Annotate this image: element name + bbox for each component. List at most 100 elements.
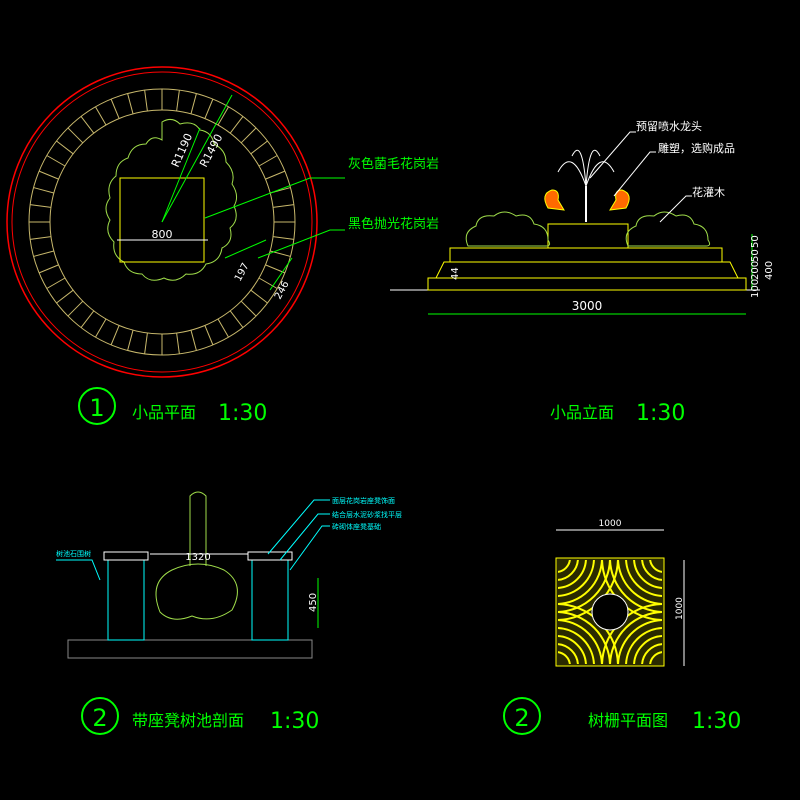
radius-line-1490 [161,94,233,223]
dim-50-b: 50 [750,249,761,262]
title-grate: 树栅平面图 [588,711,668,730]
paving-joint [190,93,197,114]
paving-joint [265,264,286,274]
sculpture-right [609,189,630,211]
dim-50-a: 50 [750,235,761,248]
dim-grate-width: 1000 [599,519,622,529]
grate-tree-opening [591,593,629,631]
paving-joint [176,90,180,112]
fountain-spray [557,149,615,187]
tree-trunk [189,491,207,566]
dim-450: 450 [308,593,319,612]
paving-joint [95,318,107,338]
outer-circle-red-2 [11,71,313,373]
seat-cap-left [103,551,149,561]
shrub-right [625,211,711,247]
dim-200: 200 [750,261,761,280]
paving-joint [204,98,214,119]
paving-joint [240,300,257,317]
dim-grate-height: 1000 [675,597,685,620]
note-1: 面层花岗岩座凳饰面 [332,496,395,505]
leader-grey-granite [204,177,345,219]
paving-joint [38,170,59,180]
section-base-slab [67,639,313,659]
paving-joint [110,325,120,346]
paving-joint [144,332,148,354]
dim-44: 44 [450,267,461,280]
label-fountain: 预留喷水龙头 [636,120,702,133]
leader-note-2 [279,513,330,561]
paving-joints [29,89,295,355]
paving-joint [46,155,66,167]
paving-joint [144,90,148,112]
label-sculpture: 雕塑，选购成品 [658,141,735,155]
dim-246: 246 [273,279,292,301]
label-shrub: 花灌木 [692,186,725,199]
leader-left [56,559,101,581]
leader-note-1 [267,499,330,555]
title-section: 带座凳树池剖面 [132,711,244,730]
paving-joint [250,140,268,155]
paving-joint [56,289,74,304]
elevation-view: 预留喷水龙头 雕塑，选购成品 花灌木 3000 44 50 50 200 400… [390,120,775,426]
tree-grate-view: 1000 1000 2 树栅平面图 1:30 [503,519,741,735]
base-step-2 [435,261,739,279]
plan-view: 800 R1190 R1490 197 246 灰色菌毛花岗岩 黑色抛光花岗岩 … [6,66,439,426]
scale-plan: 1:30 [218,401,267,426]
dim-197: 197 [233,261,252,283]
paving-joint [250,289,268,304]
center-plinth [119,177,205,263]
section-view: 1320 450 树池石围树 面层花岗岩座凳饰面 结合层水泥砂浆找平层 砖砌体座… [56,491,402,735]
leader-fountain [589,131,636,179]
paving-joint [30,236,52,240]
title-elevation: 小品立面 [550,403,614,422]
seat-wall-left [107,559,145,641]
granite-edge-outline [105,118,238,281]
sculpture-left [544,189,565,211]
paving-joint [67,300,84,317]
dim-1320: 1320 [185,552,210,563]
paving-joint [80,116,95,134]
root-ball [155,563,238,620]
radius-line-1190 [161,127,201,223]
paving-joint [30,204,52,208]
paving-joint [127,93,134,114]
paving-joint [272,236,294,240]
shrub-left [465,211,551,247]
paving-joint [110,98,120,119]
base-step-1 [427,277,747,291]
scale-section: 1:30 [270,709,319,734]
paving-joint [56,140,74,155]
paving-joint [127,330,134,351]
dim-100: 100 [750,279,761,298]
paving-joint [265,170,286,180]
note-3: 砖砌体座凳基础 [332,522,381,531]
dim-line-246 [269,257,293,291]
drawing-number-2: 2 [92,704,107,732]
center-pedestal [547,223,629,249]
paving-joint [272,204,294,208]
paving-joint [217,106,229,126]
dim-400: 400 [764,261,775,280]
paving-joint [38,264,59,274]
paving-joint [46,277,66,289]
outer-circle-red [6,66,318,378]
drawing-number-circle-2 [81,697,119,735]
note-left: 树池石围树 [56,549,91,558]
paving-joint [229,116,244,134]
note-2: 结合层水泥砂浆找平层 [332,510,402,519]
dim-800: 800 [152,228,173,241]
paving-joint [190,330,197,351]
leader-sculpture [613,151,656,197]
paving-joint [229,310,244,328]
paving-joint [258,155,278,167]
leader-shrub [659,195,692,223]
drawing-number-circle-3 [503,697,541,735]
drawing-number-circle-1 [78,387,116,425]
base-step-3 [449,247,723,263]
seat-wall-right [251,559,289,641]
paving-joint [217,318,229,338]
label-grey-granite: 灰色菌毛花岗岩 [348,156,439,172]
